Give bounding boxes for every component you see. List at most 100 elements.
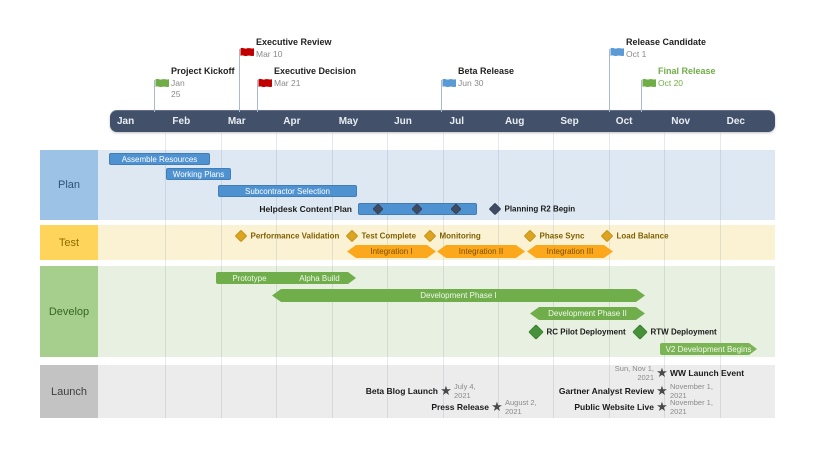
month-gridline	[664, 133, 665, 418]
swimlane-label-develop[interactable]: Develop	[40, 266, 98, 357]
flag-icon[interactable]	[155, 78, 170, 90]
diamond-milestone-label: Performance Validation	[250, 231, 340, 241]
task-bar-label: Integration II	[458, 247, 504, 256]
flag-icon[interactable]	[610, 47, 625, 59]
axis-month-feb: Feb	[172, 115, 191, 127]
axis-month-sep: Sep	[560, 115, 579, 127]
star-milestone-date: November 1, 2021	[670, 382, 713, 400]
axis-month-jun: Jun	[394, 115, 412, 127]
milestone-date: Jun 30	[458, 78, 484, 88]
milestone-date: Oct 1	[626, 49, 647, 59]
task-bar-label: V2 Development Begins	[665, 344, 752, 354]
task-bar-outside-label: Helpdesk Content Plan	[259, 204, 352, 214]
milestone-date: Oct 20	[658, 78, 684, 88]
task-bar-label: Integration III	[546, 247, 594, 256]
star-milestone-icon[interactable]: ★	[491, 398, 503, 414]
task-bar-subcontractor-selection[interactable]: Subcontractor Selection	[218, 185, 357, 197]
task-bar-development-phase-ii[interactable]: Development Phase II	[530, 307, 645, 320]
swimlane-band	[98, 266, 775, 357]
swimlane-label-text: Develop	[48, 305, 90, 318]
milestone-date: Mar 10	[256, 49, 283, 59]
diamond-milestone-label: Phase Sync	[539, 231, 585, 241]
swimlane-launch: Launch	[40, 365, 775, 418]
task-bar-working-plans[interactable]: Working Plans	[166, 168, 231, 180]
flag-icon[interactable]	[240, 47, 255, 59]
axis-month-dec: Dec	[726, 115, 745, 127]
axis-month-nov: Nov	[671, 115, 691, 127]
month-gridline	[720, 133, 721, 418]
month-gridline	[609, 133, 610, 418]
task-bar-integration-ii[interactable]: Integration II	[437, 245, 525, 258]
milestone-date: Mar 21	[274, 78, 301, 88]
milestone-title: Beta Release	[458, 66, 515, 76]
task-bar-label: Assemble Resources	[121, 154, 198, 164]
month-gridline	[165, 133, 166, 418]
swimlane-test: Test	[40, 225, 775, 260]
milestone-title: Executive Review	[256, 37, 332, 47]
milestone-pole	[257, 80, 258, 112]
diamond-milestone-label: Monitoring	[439, 231, 481, 241]
diamond-milestone-label: Test Complete	[361, 231, 417, 241]
star-milestone-date: July 4, 2021	[454, 382, 476, 400]
task-bar-prototype[interactable]: Prototype Alpha Build	[216, 272, 356, 284]
task-bar-label: Development Phase II	[548, 309, 627, 318]
milestone-pole	[609, 49, 610, 112]
diamond-milestone-label: Planning R2 Begin	[504, 204, 576, 214]
star-milestone-date: November 1, 2021	[670, 398, 713, 416]
axis-month-jan: Jan	[117, 115, 135, 127]
task-bar-label: Prototype	[232, 273, 267, 283]
task-bar-label: Integration I	[370, 247, 413, 256]
milestone-pole	[641, 80, 642, 112]
milestone-pole	[154, 80, 155, 112]
task-bar-assemble-resources[interactable]: Assemble Resources	[109, 153, 210, 165]
milestone-title: Final Release	[658, 66, 716, 76]
milestone-pole	[441, 80, 442, 112]
month-gridline	[553, 133, 554, 418]
task-bar-integration-i[interactable]: Integration I	[347, 245, 436, 258]
milestone-date: Jan 25	[171, 78, 185, 100]
axis-month-oct: Oct	[615, 115, 633, 127]
flag-icon[interactable]	[258, 78, 273, 90]
month-gridline	[498, 133, 499, 418]
star-milestone-label: Public Website Live	[574, 401, 654, 412]
star-milestone-icon[interactable]: ★	[656, 364, 668, 380]
swimlane-label-text: Launch	[50, 385, 88, 398]
star-milestone-icon[interactable]: ★	[656, 382, 668, 398]
axis-month-aug: Aug	[504, 115, 525, 127]
diamond-milestone-label: RTW Deployment	[650, 327, 717, 337]
task-bar-v2-development-begins[interactable]: V2 Development Begins	[660, 343, 757, 355]
axis-month-jul: Jul	[449, 115, 464, 127]
star-milestone-label: Beta Blog Launch	[365, 385, 438, 396]
swimlane-label-text: Plan	[57, 179, 81, 191]
star-milestone-icon[interactable]: ★	[656, 398, 668, 414]
star-milestone-label: Gartner Analyst Review	[558, 385, 654, 396]
swimlane-develop: Develop	[40, 266, 775, 357]
star-milestone-date: August 2, 2021	[505, 398, 537, 416]
diamond-milestone-label: RC Pilot Deployment	[546, 327, 626, 337]
flag-icon[interactable]	[442, 78, 457, 90]
milestone-title: Release Candidate	[626, 37, 707, 47]
swimlane-label-launch[interactable]: Launch	[40, 365, 98, 418]
flag-icon[interactable]	[642, 78, 657, 90]
swimlane-band	[98, 225, 775, 260]
star-milestone-icon[interactable]: ★	[440, 382, 452, 398]
task-bar-development-phase-i[interactable]: Development Phase I	[272, 289, 645, 302]
milestone-pole	[239, 49, 240, 112]
diamond-milestone-label: Load Balance	[616, 231, 669, 241]
task-bar-label: Development Phase I	[420, 291, 497, 300]
milestone-title: Project Kickoff	[171, 66, 235, 76]
swimlane-band	[98, 365, 775, 418]
task-bar-integration-iii[interactable]: Integration III	[527, 245, 613, 258]
swimlane-label-test[interactable]: Test	[40, 225, 98, 260]
axis-month-mar: Mar	[227, 115, 246, 127]
task-bar-label: Alpha Build	[299, 273, 340, 283]
month-gridline	[443, 133, 444, 418]
axis-month-apr: Apr	[283, 115, 301, 127]
milestone-title: Executive Decision	[274, 66, 357, 76]
swimlane-label-plan[interactable]: Plan	[40, 150, 98, 220]
star-milestone-label: WW Launch Event	[670, 367, 745, 378]
month-gridline	[387, 133, 388, 418]
task-bar-label: Subcontractor Selection	[245, 186, 330, 196]
